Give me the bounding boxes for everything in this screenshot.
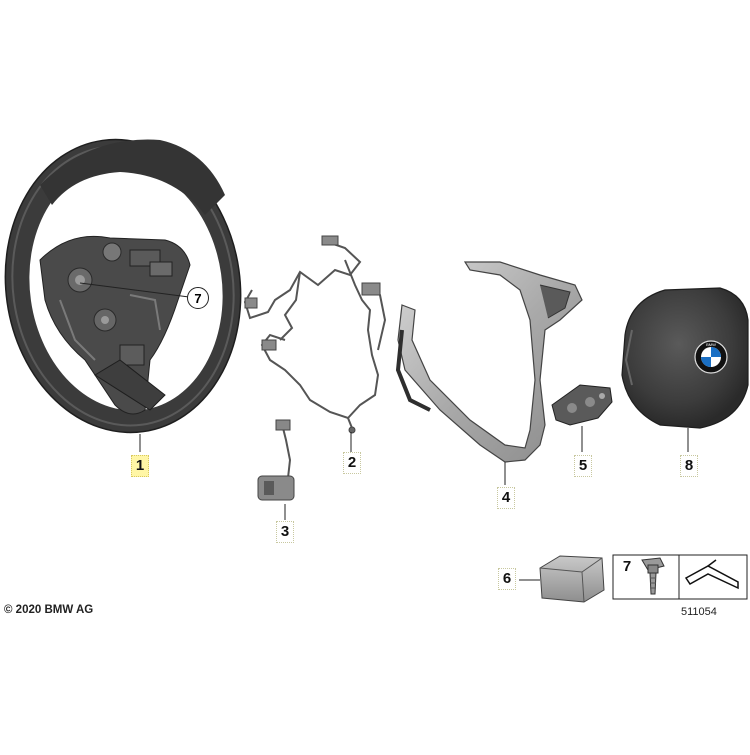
callout-2[interactable]: 2 [343, 452, 361, 474]
callout-6[interactable]: 6 [498, 568, 516, 590]
airbag-module-part[interactable]: BMW [621, 287, 749, 452]
bmw-logo-text: BMW [706, 342, 716, 347]
wiring-harness-part[interactable] [243, 235, 387, 452]
switch-module-part[interactable] [551, 384, 613, 452]
callout-3[interactable]: 3 [276, 521, 294, 543]
callout-7-circle[interactable]: 7 [187, 287, 209, 309]
arrow-symbol-icon [684, 559, 739, 590]
screw-part[interactable] [641, 557, 665, 595]
trim-cover-part[interactable] [395, 261, 583, 485]
callout-5[interactable]: 5 [574, 455, 592, 477]
callout-8[interactable]: 8 [680, 455, 698, 477]
callout-4[interactable]: 4 [497, 487, 515, 509]
callout-1[interactable]: 1 [131, 455, 149, 477]
steering-wheel-part[interactable] [0, 124, 259, 452]
bmw-logo-icon: BMW [694, 340, 728, 374]
foam-block-part[interactable] [519, 555, 605, 603]
copyright-notice: © 2020 BMW AG [4, 604, 94, 616]
diagram-number: 511054 [681, 606, 717, 618]
cable-connector-part[interactable] [257, 419, 295, 520]
callout-7[interactable]: 7 [622, 558, 632, 575]
